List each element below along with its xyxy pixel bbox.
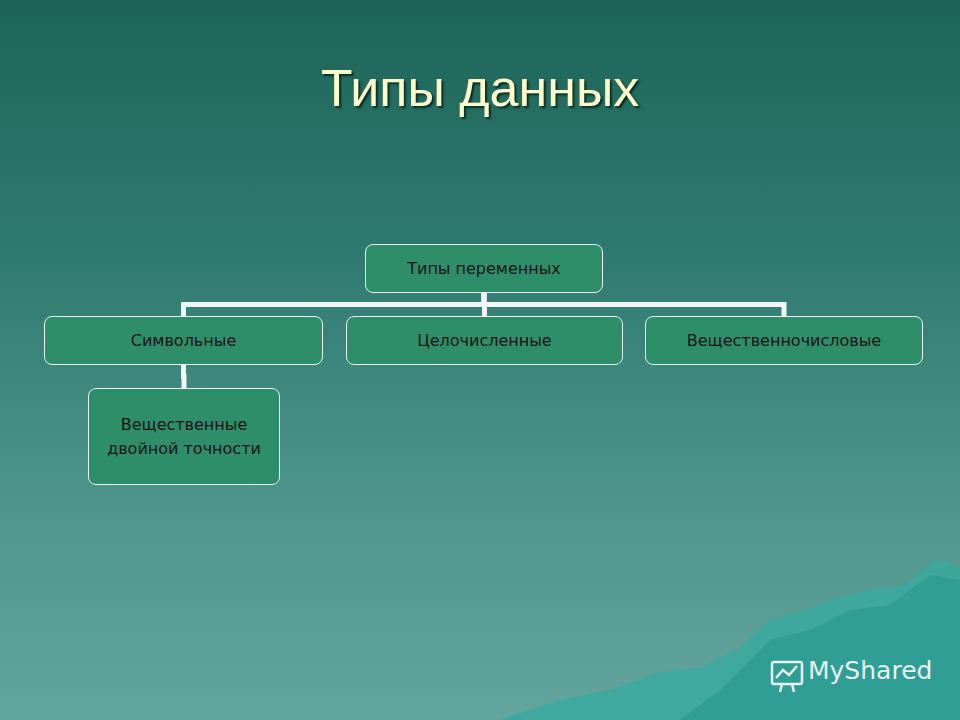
category-box: Вещественночисловые xyxy=(645,316,923,365)
category-box: Символьные xyxy=(44,316,323,365)
category-box: Целочисленные xyxy=(346,316,623,365)
box-label: Вещественные двойной точности xyxy=(97,413,271,459)
box-label: Типы переменных xyxy=(407,257,561,280)
slide-title: Типы данных xyxy=(0,58,960,118)
category-box: Вещественные двойной точности xyxy=(88,388,280,485)
tree-connector xyxy=(484,293,784,316)
category-box: Типы переменных xyxy=(365,244,603,293)
tree-connector xyxy=(184,293,485,316)
box-label: Вещественночисловые xyxy=(687,329,881,352)
box-label: Символьные xyxy=(131,329,236,352)
tree-connector xyxy=(181,365,187,388)
watermark-icon xyxy=(772,662,802,692)
box-label: Целочисленные xyxy=(417,329,551,352)
watermark: MyShared xyxy=(808,656,932,685)
